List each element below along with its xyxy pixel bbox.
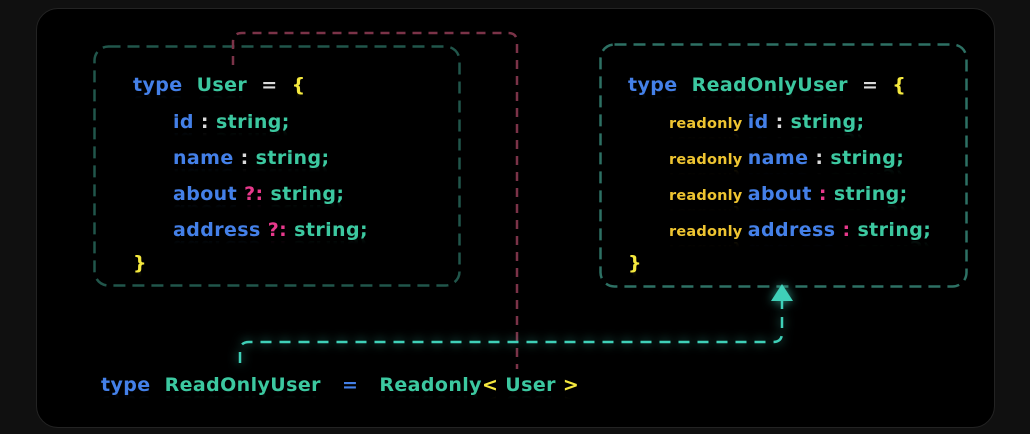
code-token: User <box>505 374 556 396</box>
code-token: { <box>291 74 306 96</box>
code-token: string; <box>255 147 330 169</box>
code-line-user-header: type User = { <box>133 72 306 98</box>
code-token: : <box>193 111 216 133</box>
code-token: readonly <box>669 188 748 204</box>
code-token <box>321 374 342 396</box>
code-token <box>878 74 892 96</box>
code-token: : <box>768 111 791 133</box>
code-token: about <box>173 183 238 205</box>
code-token: = <box>341 374 359 396</box>
code-line-readonly-generic-expression: type ReadOnlyUser = Readonly< User > <box>101 372 579 398</box>
code-token <box>151 374 165 396</box>
code-token: ?: <box>267 219 288 241</box>
code-token: ReadOnlyUser <box>691 74 848 96</box>
code-token: string; <box>294 219 368 241</box>
code-token <box>678 74 692 96</box>
code-token: = <box>261 74 278 96</box>
code-token: { <box>892 74 907 96</box>
code-line-user-address: address ?: string; <box>173 217 368 243</box>
code-line-readonlyuser-id: readonly id : string; <box>669 109 864 137</box>
code-token: string; <box>790 111 865 133</box>
code-line-readonlyuser-name: readonly name : string; <box>669 145 904 173</box>
code-token: < <box>481 374 499 396</box>
code-token: : <box>808 147 831 169</box>
code-token: string; <box>833 183 908 205</box>
code-line-readonlyuser-about: readonly about : string; <box>669 181 908 209</box>
code-token: name <box>173 147 234 169</box>
code-token: type <box>133 74 183 96</box>
code-token <box>556 374 563 396</box>
code-token: readonly <box>669 224 748 240</box>
code-token: about <box>747 183 812 205</box>
code-token <box>261 219 268 241</box>
code-token: readonly <box>669 116 748 132</box>
code-token: > <box>562 374 580 396</box>
code-token: string; <box>830 147 905 169</box>
code-token: Readonly <box>379 374 482 396</box>
code-token: string; <box>215 111 290 133</box>
code-token: = <box>861 74 879 96</box>
code-line-user-id: id : string; <box>173 109 290 135</box>
code-line-user-close: } <box>133 250 147 276</box>
code-line-readonlyuser-close: } <box>628 250 642 276</box>
code-token <box>247 74 261 96</box>
code-line-readonlyuser-address: readonly address : string; <box>669 217 931 245</box>
code-token <box>183 74 197 96</box>
code-token <box>264 183 271 205</box>
code-token: string; <box>857 219 932 241</box>
code-token: ?: <box>244 183 264 205</box>
code-token: } <box>628 252 642 274</box>
code-token: } <box>133 252 147 274</box>
code-line-user-name: name : string; <box>173 145 329 171</box>
code-token: name <box>747 147 809 169</box>
code-token <box>827 183 834 205</box>
code-token: type <box>628 74 678 96</box>
code-token: address <box>747 219 836 241</box>
code-token: : <box>842 219 851 241</box>
code-token <box>812 183 819 205</box>
code-line-user-about: about ?: string; <box>173 181 344 207</box>
code-token <box>358 374 379 396</box>
code-token: type <box>101 374 151 396</box>
code-token: : <box>233 147 256 169</box>
code-line-readonlyuser-header: type ReadOnlyUser = { <box>628 72 906 98</box>
code-token: User <box>196 74 248 96</box>
code-token: : <box>818 183 827 205</box>
code-token <box>848 74 862 96</box>
code-token: id <box>747 111 769 133</box>
code-token: id <box>173 111 194 133</box>
code-token: ReadOnlyUser <box>164 374 321 396</box>
code-token: string; <box>270 183 345 205</box>
code-token <box>278 74 292 96</box>
code-token: readonly <box>669 152 748 168</box>
code-token: address <box>173 219 261 241</box>
